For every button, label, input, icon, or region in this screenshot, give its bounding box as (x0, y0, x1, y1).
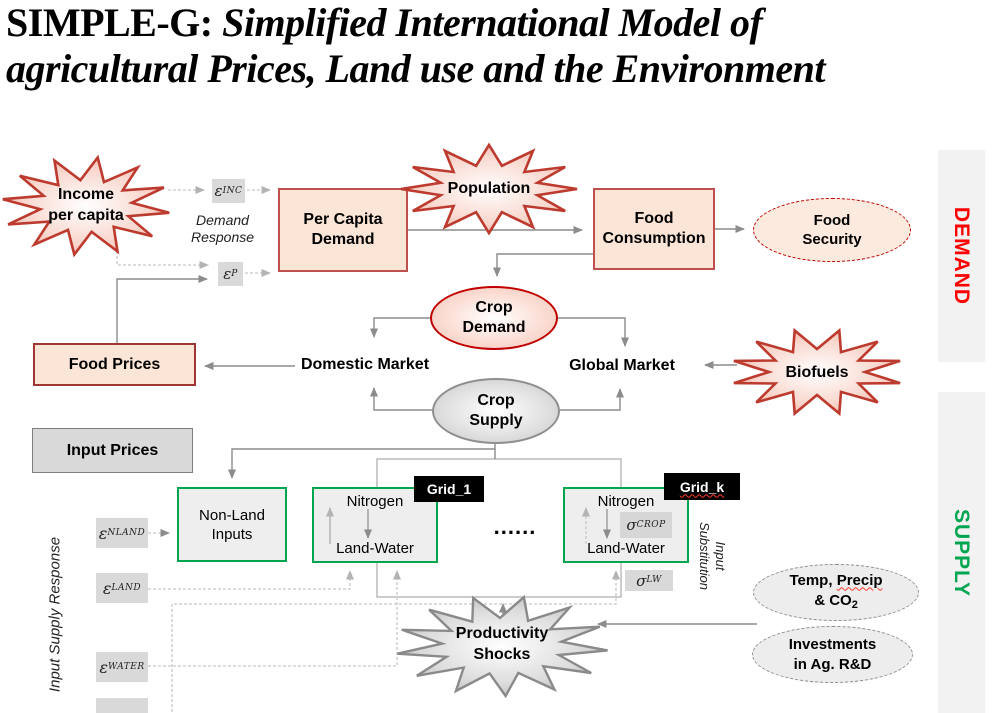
input-prices-box: Input Prices (32, 428, 193, 473)
arrow-cropdemand-to-globalmarket (558, 317, 629, 347)
input-substitution-line1: Input (713, 541, 728, 571)
per-capita-demand-line1: Per Capita (303, 211, 383, 228)
grid-k-tag-label: Grid_k (679, 478, 725, 495)
grid-1-tag: Grid_1 (414, 476, 484, 502)
income-line2: per capita (48, 207, 124, 224)
grid-1-tag-label: Grid_1 (426, 481, 472, 497)
epsilon-nland-symbol: ε (98, 523, 108, 543)
food-security-ellipse: Food Security (753, 198, 911, 262)
sigma-lw-symbol: σ (636, 571, 647, 590)
arrow-cropsupply-to-nonland (228, 444, 496, 479)
investments-ellipse: Investments in Ag. R&D (752, 626, 913, 683)
grid-k-tag: Grid_k (664, 473, 740, 500)
epsilon-p-symbol: ε (223, 265, 232, 283)
epsilon-inc-symbol: ε (214, 182, 223, 200)
arrow-cropsupply-to-globalmarket (560, 388, 624, 411)
input-substitution-label: Input Substitution (696, 506, 728, 606)
temp-precip-line1: Temp, Precip (789, 571, 882, 591)
title-line2: agricultural Prices, Land use and the En… (6, 46, 825, 91)
grid-k-landwater-label: Land-Water (587, 540, 665, 557)
temp-precip-line2-prefix: & CO (814, 591, 852, 609)
biofuels-starburst-label: Biofuels (785, 364, 849, 381)
income-starburst-label: Income per capita (0, 184, 174, 226)
productivity-line2: Shocks (473, 646, 531, 663)
temp-precip-line1-word: Precip (836, 571, 883, 589)
food-consumption-box: Food Consumption (593, 188, 715, 270)
temp-precip-line2: & CO2 (814, 591, 858, 615)
epsilon-land-symbol: ε (102, 578, 112, 598)
per-capita-demand-line2: Demand (311, 231, 375, 248)
demand-response-line2: Response (190, 229, 255, 245)
grid-ellipsis: ...... (493, 514, 537, 539)
crop-demand-ellipse: Crop Demand (430, 286, 558, 350)
arrow-epsilon-land-to-grid1 (148, 570, 354, 590)
epsilon-nland-sub: NLAND (107, 527, 146, 538)
input-supply-response-label: Input Supply Response (46, 536, 64, 693)
grid-1-landwater-label: Land-Water (336, 540, 414, 557)
investments-line1: Investments (788, 635, 877, 653)
epsilon-p-sub: P (231, 268, 238, 279)
demand-response-label: Demand Response (180, 212, 265, 246)
epsilon-water-sub: WATER (107, 661, 145, 672)
epsilon-land-sub: LAND (111, 582, 142, 593)
demand-response-line1: Demand (196, 212, 249, 228)
arrow-epsilon-water-to-grid1 (148, 570, 401, 667)
temp-precip-ellipse: Temp, Precip & CO2 (753, 564, 919, 621)
input-substitution-line2: Substitution (697, 522, 712, 590)
arrow-foodprices-to-epsilon-p (116, 275, 208, 343)
food-prices-box: Food Prices (33, 343, 196, 386)
page-title: SIMPLE-G: Simplified International Model… (6, 0, 1001, 92)
global-market-label: Global Market (569, 357, 675, 374)
title-prefix: SIMPLE-G: (6, 0, 213, 45)
arrow-foodconsumption-to-cropdemand (493, 253, 593, 277)
investments-line2: in Ag. R&D (793, 655, 872, 673)
title-line1-rest: Simplified International Model of (212, 0, 763, 45)
sigma-lw-sub: LW (646, 575, 662, 585)
productivity-starburst-label: Productivity Shocks (391, 623, 613, 665)
food-security-line2: Security (802, 231, 862, 248)
supply-sidebar-label: SUPPLY (950, 508, 974, 597)
crop-supply-line2: Supply (469, 412, 523, 429)
population-starburst-label: Population (447, 180, 531, 197)
sigma-crop-symbol: σ (626, 516, 637, 534)
arrow-cropsupply-to-domesticmarket (370, 387, 432, 411)
epsilon-inc-sub: INC (222, 185, 243, 196)
supply-sidebar: SUPPLY (938, 392, 985, 713)
per-capita-demand-box: Per Capita Demand (278, 188, 408, 272)
food-consumption-line1: Food (634, 210, 674, 227)
non-land-inputs-line2: Inputs (211, 525, 253, 543)
epsilon-water-symbol: ε (99, 657, 108, 677)
demand-sidebar: DEMAND (938, 150, 985, 362)
temp-precip-co2-sub: 2 (851, 598, 858, 611)
crop-supply-line1: Crop (477, 392, 515, 409)
title-line1: SIMPLE-G: Simplified International Model… (6, 0, 1001, 46)
crop-supply-ellipse: Crop Supply (432, 378, 560, 444)
crop-demand-line1: Crop (475, 299, 513, 316)
productivity-line1: Productivity (455, 625, 549, 642)
temp-precip-line1-prefix: Temp, (789, 571, 837, 589)
demand-sidebar-label: DEMAND (950, 206, 974, 306)
epsilon-cutoff-box (96, 698, 148, 713)
domestic-market-label: Domestic Market (300, 356, 430, 373)
arrow-cropdemand-to-domesticmarket (370, 317, 430, 338)
income-line1: Income (57, 186, 114, 203)
food-consumption-line2: Consumption (602, 230, 706, 247)
non-land-inputs-box: Non-Land Inputs (177, 487, 287, 562)
sigma-crop-sub: CROP (636, 519, 666, 530)
non-land-inputs-line1: Non-Land (199, 506, 265, 524)
food-security-line1: Food (813, 212, 851, 229)
crop-demand-line2: Demand (462, 319, 526, 336)
arrow-income-to-epsilon-p (116, 246, 209, 269)
